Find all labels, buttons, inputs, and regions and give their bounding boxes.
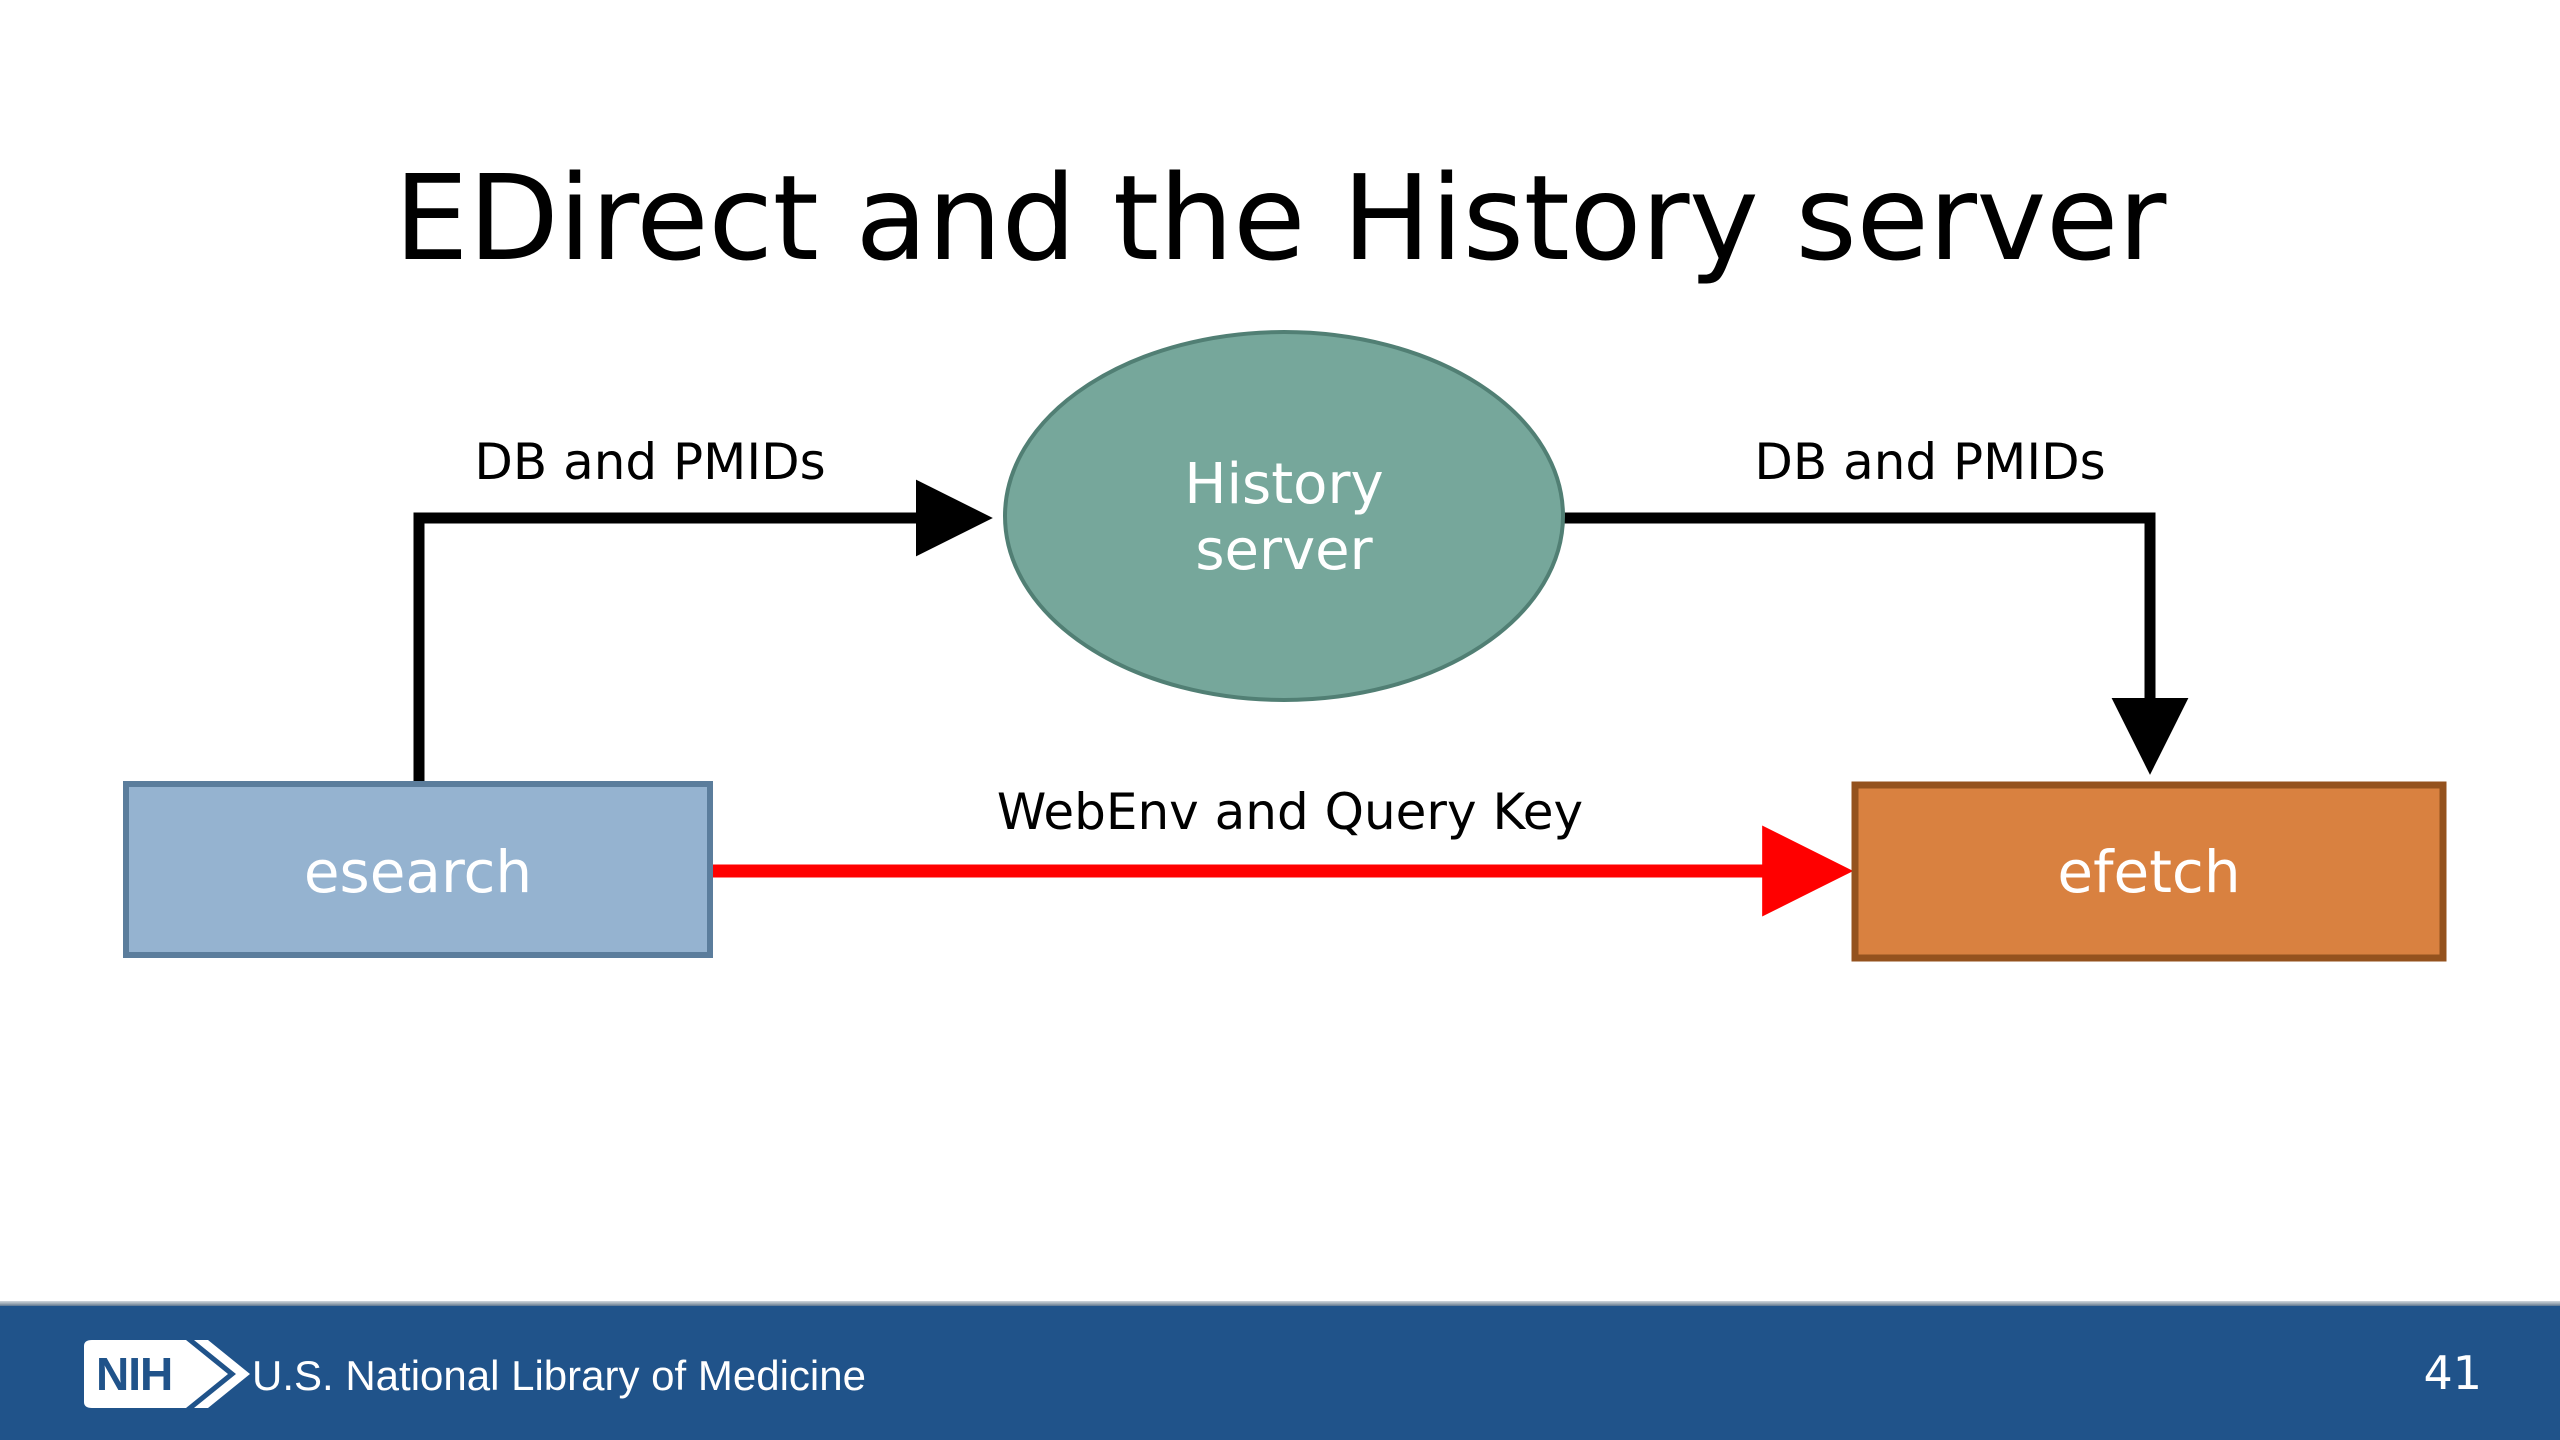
nih-logo: NIH [78, 1340, 250, 1408]
edge-label-esearch-to-efetch: WebEnv and Query Key [996, 783, 1584, 841]
connector-history-to-efetch [1562, 512, 2189, 775]
connector-esearch-to-history [413, 479, 993, 784]
slide-number: 41 [2423, 1346, 2482, 1400]
svg-text:NIH: NIH [96, 1348, 172, 1400]
footer-organization-name: U.S. National Library of Medicine [252, 1352, 866, 1399]
nih-logo-icon: NIH [84, 1340, 250, 1408]
edge-label-esearch-to-history: DB and PMIDs [474, 433, 826, 491]
node-history-server[interactable] [1003, 330, 1565, 702]
node-esearch[interactable] [123, 781, 713, 958]
footer-divider [0, 1301, 2560, 1306]
page-title: EDirect and the History server [394, 149, 2166, 288]
node-efetch[interactable] [1851, 781, 2447, 962]
footer-bar [0, 1306, 2560, 1440]
edge-label-history-to-efetch: DB and PMIDs [1754, 433, 2106, 491]
